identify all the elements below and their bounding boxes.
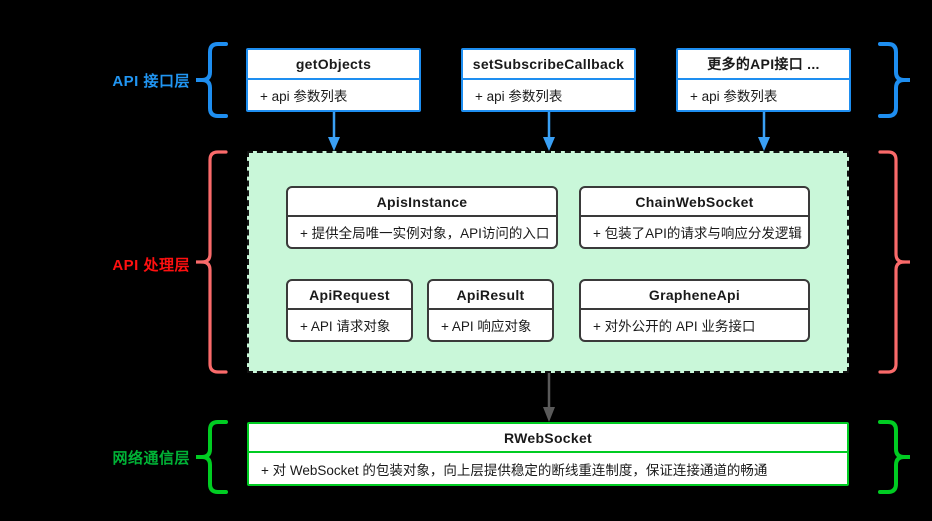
processing-box-graphene-api[interactable]: GrapheneApi + 对外公开的 API 业务接口 xyxy=(579,279,810,342)
box-title: RWebSocket xyxy=(249,424,847,453)
network-box-rwebsocket[interactable]: RWebSocket + 对 WebSocket 的包装对象，向上层提供稳定的断… xyxy=(247,422,849,486)
curly-brace-left-icon-network xyxy=(196,420,228,494)
box-title: ApisInstance xyxy=(288,188,556,217)
processing-box-api-request[interactable]: ApiRequest + API 请求对象 xyxy=(286,279,413,342)
curly-brace-right-icon-api-handling xyxy=(878,150,910,374)
box-body: + api 参数列表 xyxy=(475,89,563,104)
curly-brace-left-icon-api-interface xyxy=(196,42,228,118)
box-title: 更多的API接口 ... xyxy=(678,50,849,80)
box-title: ApiRequest xyxy=(288,281,411,310)
interface-box-more-apis[interactable]: 更多的API接口 ... + api 参数列表 xyxy=(676,48,851,112)
layer-label-network: 网络通信层 xyxy=(112,450,190,467)
box-title: ApiResult xyxy=(429,281,552,310)
arrow-down-icon-to-rwebsocket xyxy=(543,373,555,422)
layer-label-api-handling: API 处理层 xyxy=(112,257,190,274)
interface-box-get-objects[interactable]: getObjects + api 参数列表 xyxy=(246,48,421,112)
box-title: GrapheneApi xyxy=(581,281,808,310)
box-body: + api 参数列表 xyxy=(690,89,778,104)
processing-box-apis-instance[interactable]: ApisInstance + 提供全局唯一实例对象，API访问的入口 xyxy=(286,186,558,249)
box-body: + 对 WebSocket 的包装对象，向上层提供稳定的断线重连制度，保证连接通… xyxy=(261,462,768,478)
box-body: + 提供全局唯一实例对象，API访问的入口 xyxy=(300,226,550,241)
processing-box-api-result[interactable]: ApiResult + API 响应对象 xyxy=(427,279,554,342)
box-body: + 对外公开的 API 业务接口 xyxy=(593,319,756,334)
layer-label-api-interface: API 接口层 xyxy=(112,73,190,90)
arrow-down-icon-get-objects xyxy=(328,112,340,151)
arrow-down-icon-more-apis xyxy=(758,112,770,151)
box-body: + 包装了API的请求与响应分发逻辑 xyxy=(593,226,802,241)
processing-box-chain-websocket[interactable]: ChainWebSocket + 包装了API的请求与响应分发逻辑 xyxy=(579,186,810,249)
curly-brace-left-icon-api-handling xyxy=(196,150,228,374)
box-title: getObjects xyxy=(248,50,419,80)
box-body: + API 请求对象 xyxy=(300,319,391,334)
curly-brace-right-icon-network xyxy=(878,420,910,494)
curly-brace-right-icon-api-interface xyxy=(878,42,910,118)
arrow-down-icon-set-subscribe-callback xyxy=(543,112,555,151)
interface-box-set-subscribe-callback[interactable]: setSubscribeCallback + api 参数列表 xyxy=(461,48,636,112)
box-body: + API 响应对象 xyxy=(441,319,532,334)
box-title: ChainWebSocket xyxy=(581,188,808,217)
box-title: setSubscribeCallback xyxy=(463,50,634,80)
api-handling-region: ApisInstance + 提供全局唯一实例对象，API访问的入口 Chain… xyxy=(247,151,849,373)
box-body: + api 参数列表 xyxy=(260,89,348,104)
